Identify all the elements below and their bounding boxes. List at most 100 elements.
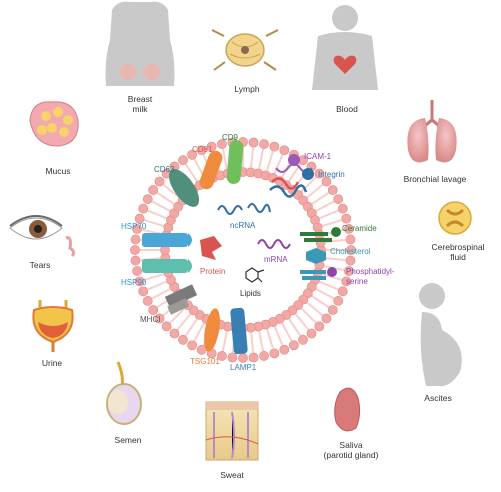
mrna-label: mRNA xyxy=(264,255,288,264)
lipid-head xyxy=(344,224,354,234)
lipid-head xyxy=(142,194,153,204)
lipid-tail xyxy=(176,313,192,331)
lipid-tail xyxy=(156,191,175,205)
csf-label-2: fluid xyxy=(450,252,466,262)
lipid-head xyxy=(248,137,259,148)
lipid-head xyxy=(148,185,159,195)
ncrna-glyph xyxy=(217,203,271,215)
lipid-head xyxy=(269,141,280,152)
lipid-tail xyxy=(221,148,228,169)
lipid-tail xyxy=(184,318,198,337)
hsp90-label: HSP90 xyxy=(121,278,147,287)
lipid-head xyxy=(279,145,290,156)
lipid-tail xyxy=(144,219,164,227)
lipid-head xyxy=(306,328,317,339)
lipid-tail xyxy=(319,280,339,291)
lipid-head xyxy=(154,176,165,187)
lipid-tail xyxy=(325,257,346,262)
lipid-head xyxy=(269,348,280,359)
lipid-head xyxy=(327,185,338,195)
lipid-head xyxy=(161,321,172,332)
lipid-head xyxy=(148,305,159,315)
icam1-label: ICAM-1 xyxy=(304,152,332,161)
lipid-head xyxy=(314,321,325,332)
lipid-tail xyxy=(266,329,274,349)
urine-label: Urine xyxy=(42,358,63,368)
bladder-icon xyxy=(32,300,74,352)
lipid-head xyxy=(333,296,344,306)
lipid-tail xyxy=(294,313,310,331)
lipid-head xyxy=(333,194,344,204)
lipid-head xyxy=(321,313,332,324)
protein-label: Protein xyxy=(200,267,225,276)
lipid-tail xyxy=(311,191,330,205)
breast-milk-label-2: milk xyxy=(132,104,148,114)
lipid-head xyxy=(238,353,248,363)
lipid-tail xyxy=(273,326,284,346)
lipid-head xyxy=(337,203,348,214)
tsg101-marker xyxy=(204,308,220,352)
saliva-label-2: (parotid gland) xyxy=(324,450,379,460)
cd9-label: CD9 xyxy=(222,133,239,142)
mucus-label: Mucus xyxy=(45,166,70,176)
lipid-head xyxy=(346,245,356,255)
lipid-tail xyxy=(250,147,255,168)
ascites-figure-icon xyxy=(419,283,462,387)
semen-label: Semen xyxy=(115,435,142,445)
lipid-head xyxy=(138,286,149,297)
lipids-glyph xyxy=(245,267,265,283)
lipid-head xyxy=(259,139,269,149)
lipid-head xyxy=(227,352,238,363)
lipid-head xyxy=(217,139,227,149)
lipid-tail xyxy=(162,183,180,199)
lipid-tail xyxy=(273,154,284,174)
lymph-label: Lymph xyxy=(234,84,259,94)
lamp1-marker xyxy=(230,307,248,355)
lipid-head xyxy=(187,340,197,351)
lipid-head xyxy=(341,213,352,224)
cd81-label: CD81 xyxy=(192,145,213,154)
ascites-label: Ascites xyxy=(424,393,451,403)
lipid-tail xyxy=(151,200,171,212)
lipid-head xyxy=(178,155,188,166)
cholesterol-marker xyxy=(306,248,326,264)
lipid-tail xyxy=(319,209,339,220)
skin-block-icon xyxy=(205,401,259,461)
lipid-tail xyxy=(306,183,324,199)
saliva-label-1: Saliva xyxy=(339,440,362,450)
lipid-head xyxy=(337,286,348,297)
lipid-tail xyxy=(258,331,265,352)
lipid-tail xyxy=(322,219,342,227)
blood-torso-icon xyxy=(312,5,378,90)
csf-label-1: Cerebrospinal xyxy=(432,242,485,252)
lipid-head xyxy=(142,296,153,306)
sweat-label: Sweat xyxy=(220,470,244,480)
tsg101-label: TSG101 xyxy=(190,357,220,366)
mrna-glyph xyxy=(257,239,291,249)
lipid-head xyxy=(196,145,207,156)
lipid-head xyxy=(289,340,299,351)
hsp90-marker xyxy=(142,259,192,273)
cd63-marker xyxy=(168,169,200,207)
lipid-head xyxy=(248,352,259,363)
lipid-head xyxy=(279,344,290,355)
lipid-head xyxy=(259,351,269,361)
cd9-marker xyxy=(226,140,244,184)
phosphatidylserine-label-2: serine xyxy=(346,277,368,286)
lipid-head xyxy=(130,234,141,245)
phosphatidylserine-marker xyxy=(300,267,337,280)
lipid-tail xyxy=(306,301,324,317)
integrin-label: Integrin xyxy=(318,170,345,179)
testis-icon xyxy=(106,361,142,425)
lipid-head xyxy=(314,168,325,179)
hsp70-marker xyxy=(142,233,192,247)
lipid-head xyxy=(178,334,188,345)
lipid-head xyxy=(132,224,142,234)
breast-torso-icon xyxy=(105,1,175,87)
lipid-tail xyxy=(193,322,205,342)
lipid-tail xyxy=(169,307,186,324)
ceramide-marker xyxy=(300,227,341,242)
eye-icon xyxy=(9,215,76,258)
lipid-head xyxy=(169,328,180,339)
